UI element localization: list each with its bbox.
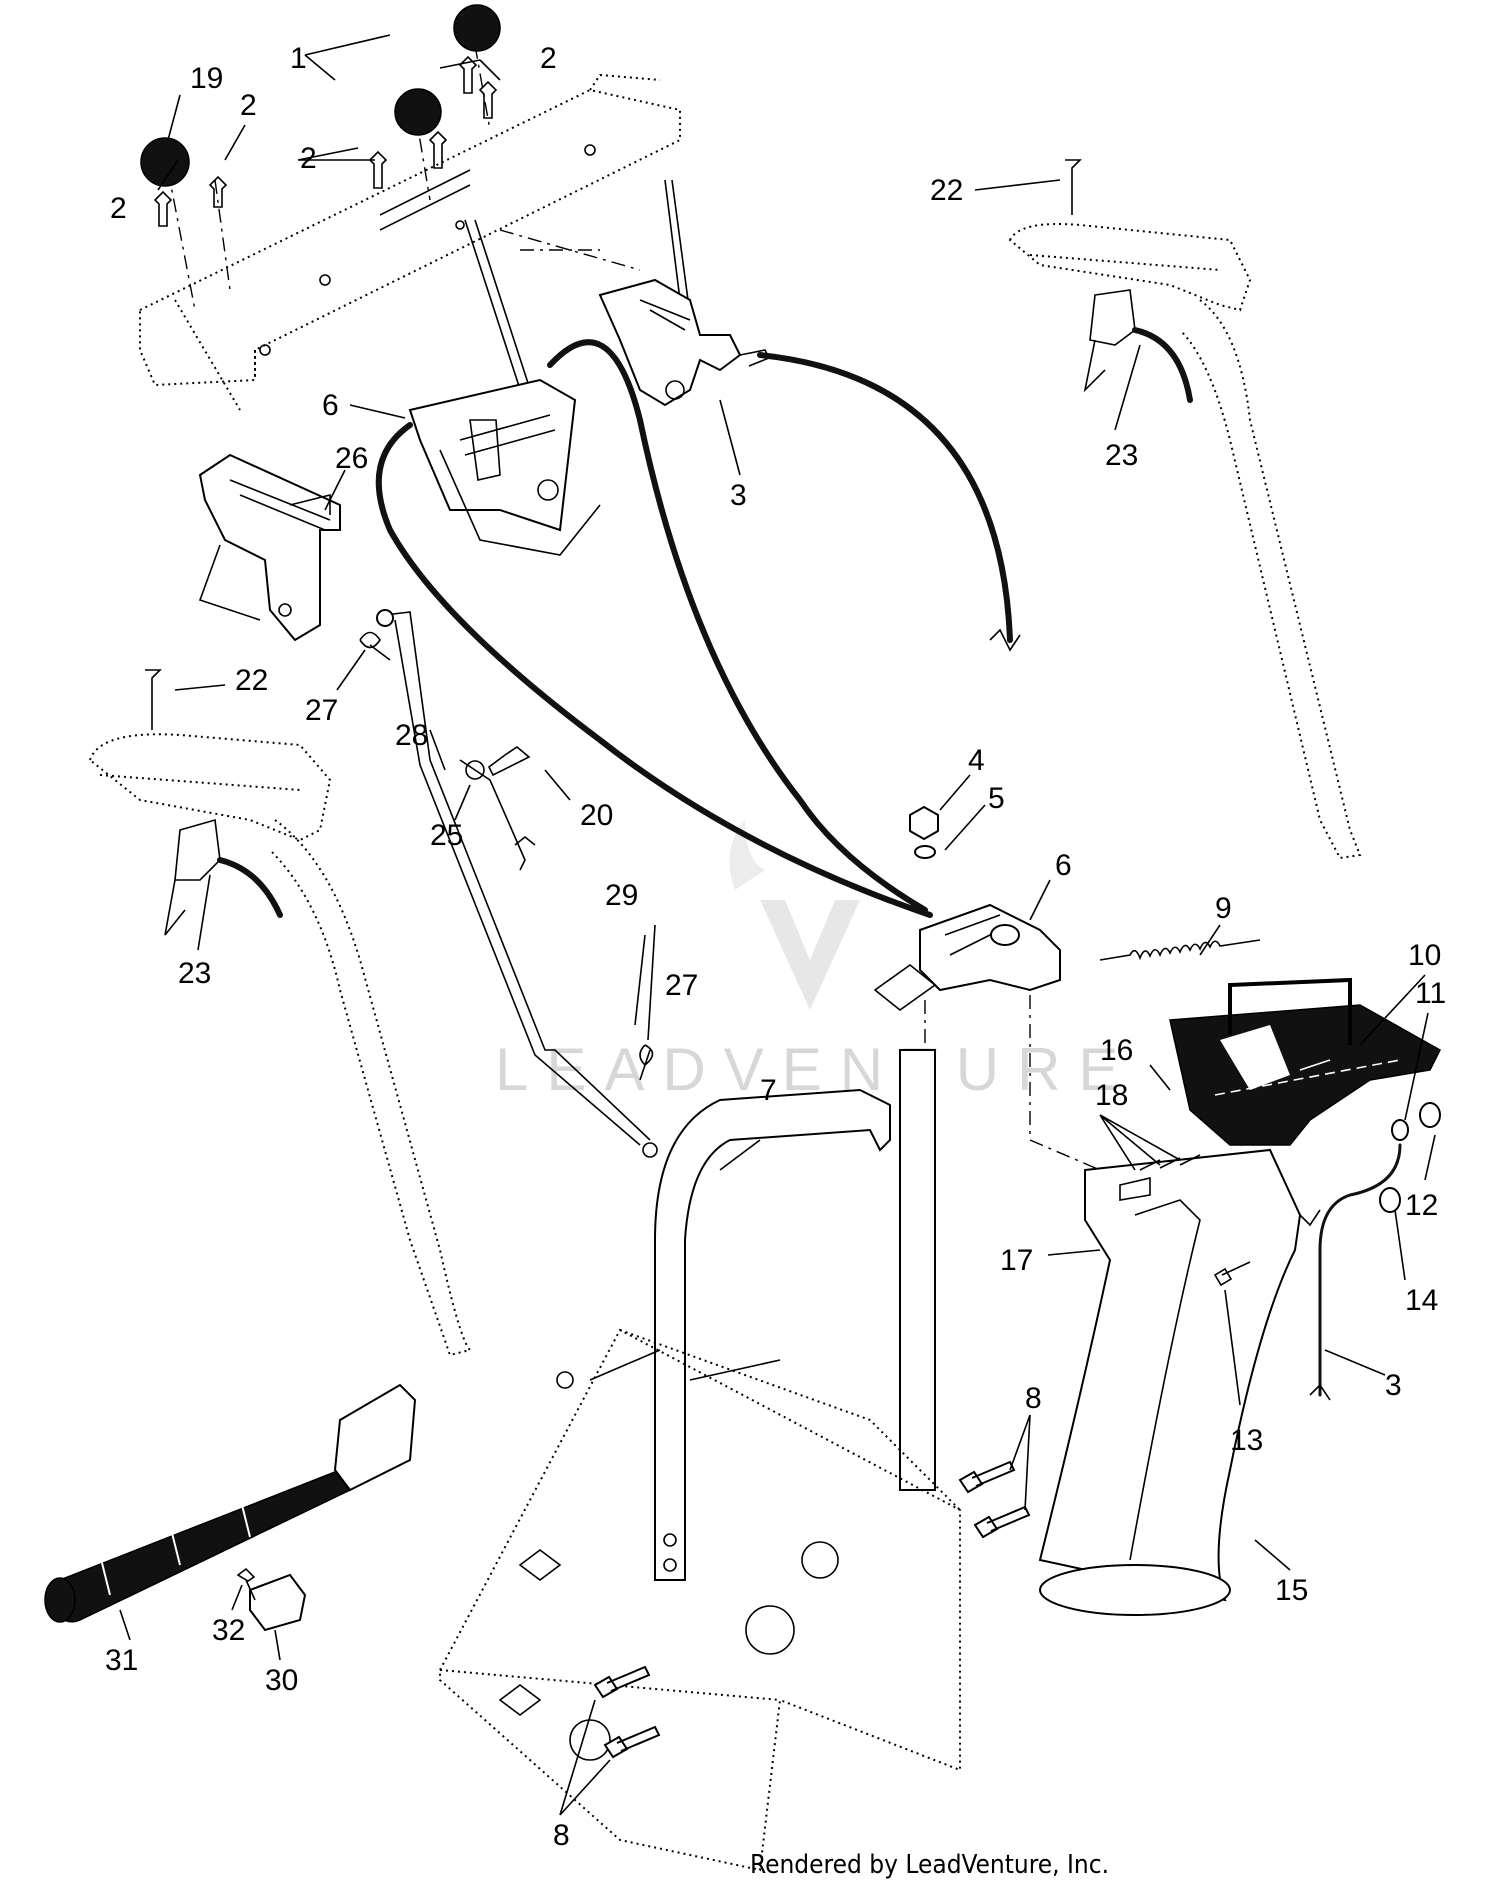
label-22: 22: [235, 664, 268, 697]
screw-13: [1213, 1261, 1251, 1287]
label-28: 28: [395, 719, 428, 752]
right-handle-grip: [1008, 223, 1362, 860]
nut-4: [909, 805, 939, 841]
bolts-8: [593, 1460, 1031, 1759]
cable-3-right: [1318, 1143, 1402, 1397]
control-panel-drawing: [139, 73, 681, 411]
part-15-chute: [1038, 1148, 1321, 1616]
nut-12: [1419, 1102, 1441, 1128]
label-25: 25: [430, 819, 463, 852]
screw-20: [487, 746, 531, 777]
cotter-pin-27-lower: [639, 1044, 654, 1081]
spring-9: [1099, 939, 1261, 961]
label-6: 6: [322, 389, 339, 422]
part-30-bracket: [249, 1573, 307, 1632]
part-6-control-housing: [408, 378, 601, 556]
label-30: 30: [265, 1664, 298, 1697]
right-lever-rod: [664, 179, 689, 301]
part-6-cable-anchor: [873, 903, 1101, 1171]
screws-2: [153, 55, 498, 227]
part-3-lever-bracket: [598, 278, 771, 407]
label-31: 31: [105, 1644, 138, 1677]
label-32: 32: [212, 1614, 245, 1647]
label-22: 22: [930, 174, 963, 207]
bolt-22-left: [145, 669, 162, 730]
screw-32: [236, 1567, 256, 1601]
label-29: 29: [605, 879, 638, 912]
label-8: 8: [553, 1819, 570, 1852]
part-26-bracket: [198, 453, 341, 642]
label-18: 18: [1095, 1079, 1128, 1112]
label-2: 2: [540, 42, 557, 75]
label-14: 14: [1405, 1284, 1438, 1317]
leader-lines: [119, 34, 1436, 1816]
frame-housing: [439, 1328, 961, 1872]
part-31-auger-shaft: [44, 1383, 417, 1623]
label-23: 23: [1105, 439, 1138, 472]
knob-leaders: [167, 44, 491, 311]
label-20: 20: [580, 799, 613, 832]
cotter-pin-27-upper: [359, 631, 391, 661]
washer-5: [914, 845, 936, 859]
label-3: 3: [1385, 1369, 1402, 1402]
label-27: 27: [665, 969, 698, 1002]
label-15: 15: [1275, 1574, 1308, 1607]
label-4: 4: [968, 744, 985, 777]
leadventure-watermark-logo: [729, 820, 860, 1010]
label-10: 10: [1408, 939, 1441, 972]
part-7-support-tube: [654, 1049, 936, 1581]
label-2: 2: [300, 142, 317, 175]
label-5: 5: [988, 782, 1005, 815]
label-9: 9: [1215, 892, 1232, 925]
cable-3-right-end: [1309, 1383, 1331, 1401]
label-26: 26: [335, 442, 368, 475]
bolt-22-right: [1065, 159, 1082, 215]
label-11: 11: [1415, 977, 1446, 1010]
nut-14: [1379, 1187, 1401, 1213]
knob-19: [140, 137, 190, 187]
label-7: 7: [760, 1074, 777, 1107]
callout-labels: 1 2 2 2 2 19 22 23 3 6 26 27 28 20 25 22…: [105, 42, 1446, 1852]
label-6: 6: [1055, 849, 1072, 882]
label-2: 2: [110, 192, 127, 225]
label-12: 12: [1405, 1189, 1438, 1222]
label-2: 2: [240, 89, 257, 122]
washer-11: [1391, 1119, 1409, 1141]
part-28-29-linkage: [376, 609, 658, 1158]
part-16-deflector: [1169, 977, 1441, 1146]
label-27: 27: [305, 694, 338, 727]
left-handle-grip: [88, 733, 472, 1357]
label-13: 13: [1230, 1424, 1263, 1457]
label-1: 1: [290, 42, 307, 75]
label-8: 8: [1025, 1382, 1042, 1415]
control-cables: [375, 339, 1021, 918]
label-23: 23: [178, 957, 211, 990]
label-17: 17: [1000, 1244, 1033, 1277]
label-16: 16: [1100, 1034, 1133, 1067]
knob-1-upper: [453, 4, 501, 52]
label-3: 3: [730, 479, 747, 512]
label-19: 19: [190, 62, 223, 95]
knob-1-lower: [394, 88, 442, 136]
footer-credit: Rendered by LeadVenture, Inc.: [750, 1850, 1109, 1880]
